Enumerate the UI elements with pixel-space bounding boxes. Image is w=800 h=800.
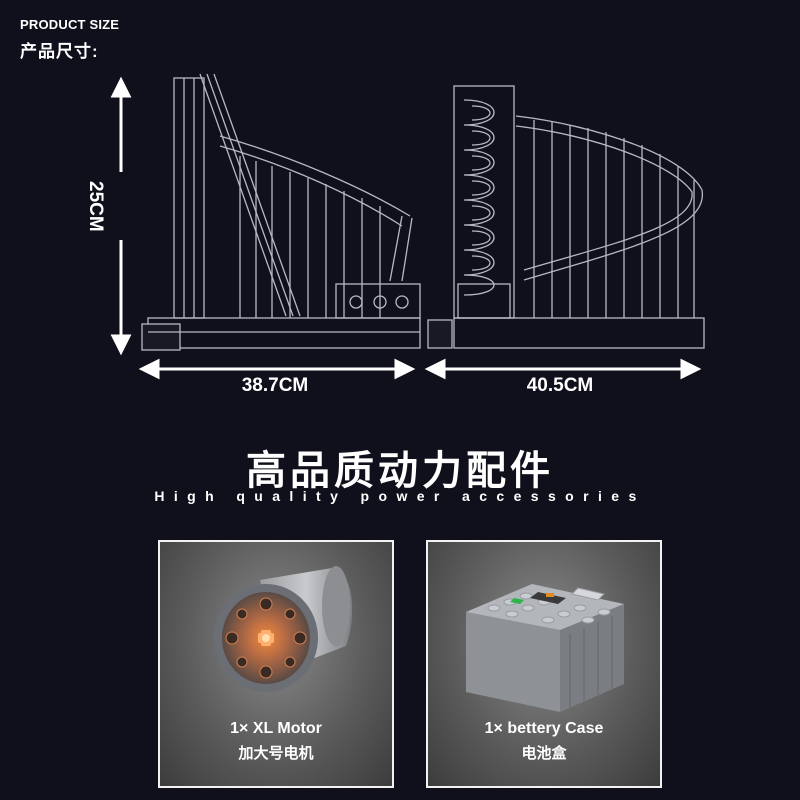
accessories-title-cn: 高品质动力配件	[246, 448, 554, 494]
model-side-view-left	[141, 73, 421, 351]
battery-case-label-cn: 电池盒	[521, 745, 567, 762]
product-size-heading-cn: 产品尺寸:	[20, 42, 99, 61]
accessory-card-xl-motor: 1× XL Motor 加大号电机	[158, 540, 394, 788]
dimension-arrows	[110, 76, 702, 380]
xl-motor-label-en: 1× XL Motor	[230, 720, 322, 737]
height-dimension-label: 25CM	[85, 180, 106, 232]
width-right-dimension-label: 40.5CM	[526, 375, 594, 396]
battery-case-icon	[466, 584, 624, 712]
model-front-view-right	[427, 85, 705, 349]
width-left-dimension-label: 38.7CM	[241, 375, 309, 396]
accessories-title-en: High quality power accessories	[154, 488, 646, 504]
accessory-card-battery-case: 1× bettery Case 电池盒	[426, 540, 662, 788]
xl-motor-label-cn: 加大号电机	[238, 745, 314, 762]
battery-case-label-en: 1× bettery Case	[484, 720, 604, 737]
product-size-heading-en: PRODUCT SIZE	[20, 17, 120, 32]
xl-motor-icon	[214, 566, 353, 692]
